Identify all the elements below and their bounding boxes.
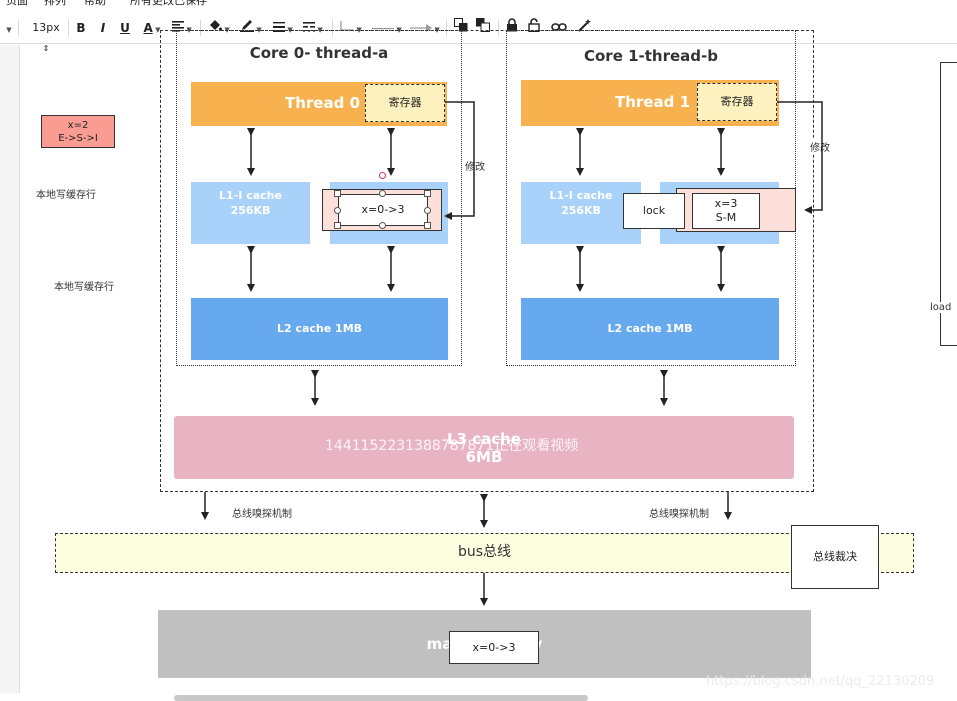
save-status: 所有更改已保存 bbox=[130, 0, 207, 7]
horizontal-scrollbar[interactable] bbox=[174, 695, 588, 701]
core0-cache-value[interactable]: x=0->3 bbox=[338, 194, 428, 226]
viewer-watermark: 1441152231388787871正在观看视频 bbox=[325, 438, 579, 454]
state-note-line2: E->S->I bbox=[58, 133, 98, 144]
snoop-label-left: 总线嗅探机制 bbox=[232, 509, 292, 520]
core0-modify-label: 修改 bbox=[465, 158, 485, 173]
underline-button[interactable]: U bbox=[120, 21, 130, 35]
core1-cache-value-line2: S-M bbox=[715, 211, 737, 224]
core1-l1i-name: L1-I cache bbox=[549, 189, 613, 202]
cpu-package-frame[interactable] bbox=[160, 30, 814, 492]
local-write-cache-label-1: 本地写缓存行 bbox=[36, 190, 96, 201]
italic-button[interactable]: I bbox=[100, 21, 106, 35]
core0-title: Core 0- thread-a bbox=[249, 44, 389, 62]
core1-cache-value-line1: x=3 bbox=[714, 197, 738, 210]
core0-l2-cache[interactable]: L2 cache 1MB bbox=[191, 298, 448, 360]
snoop-label-right: 总线嗅探机制 bbox=[649, 509, 709, 520]
selection-handle[interactable] bbox=[379, 190, 386, 197]
core0-register[interactable]: 寄存器 bbox=[365, 84, 445, 122]
bold-button[interactable]: B bbox=[76, 21, 86, 35]
core1-title-wrap: Core 1-thread-b bbox=[506, 47, 796, 65]
core1-cache-value[interactable]: x=3 S-M bbox=[692, 193, 760, 229]
line-pattern-icon bbox=[372, 28, 395, 30]
menu-page[interactable]: 页面 bbox=[6, 0, 28, 7]
font-size-value: 13px bbox=[32, 21, 60, 34]
lock-icon bbox=[507, 18, 517, 32]
font-size-stepper[interactable]: 13px ⇕ bbox=[32, 21, 60, 53]
send-back-icon bbox=[476, 18, 490, 32]
selection-handle[interactable] bbox=[334, 207, 341, 214]
core1-l1i-cache[interactable]: L1-I cache 256KB bbox=[521, 182, 641, 244]
paint-bucket-icon bbox=[210, 20, 223, 31]
line-width-icon bbox=[273, 22, 286, 33]
selection-handle[interactable] bbox=[379, 222, 386, 229]
core0-l1i-name: L1-I cache bbox=[219, 189, 282, 202]
core0-thread-label: Thread 0 bbox=[285, 94, 360, 112]
send-to-back-button[interactable] bbox=[474, 18, 492, 38]
menubar: 页面 排列 帮助 所有更改已保存 bbox=[0, 0, 957, 8]
l3-cache-name: L3 cache bbox=[447, 430, 521, 448]
core1-title: Core 1-thread-b bbox=[583, 47, 718, 65]
toolbar-dropdown-icon[interactable]: ▼ bbox=[6, 26, 12, 34]
bring-front-icon bbox=[454, 18, 468, 32]
state-note-line1: x=2 bbox=[67, 120, 89, 131]
blog-watermark: https://blog.csdn.net/qq_22130209 bbox=[706, 674, 935, 689]
l3-cache[interactable]: L3 cache 6MB bbox=[174, 416, 794, 479]
core1-l1i-size: 256KB bbox=[561, 204, 601, 217]
state-note[interactable]: x=2 E->S->I bbox=[41, 115, 115, 148]
menu-help[interactable]: 帮助 bbox=[84, 0, 106, 7]
left-ruler bbox=[0, 45, 20, 701]
bring-to-front-button[interactable] bbox=[452, 18, 470, 38]
rotate-handle[interactable] bbox=[379, 172, 386, 179]
font-color-button[interactable]: A ▼ bbox=[143, 21, 161, 35]
selection-handle[interactable] bbox=[424, 207, 431, 214]
core0-title-wrap: Core 0- thread-a bbox=[176, 44, 462, 62]
core1-modify-label: 修改 bbox=[810, 139, 830, 154]
l3-cache-size: 6MB bbox=[465, 448, 503, 466]
selection-handle[interactable] bbox=[424, 222, 431, 229]
core1-l2-cache[interactable]: L2 cache 1MB bbox=[521, 298, 779, 360]
memory-value[interactable]: x=0->3 bbox=[449, 631, 539, 664]
system-bus[interactable]: bus总线 bbox=[55, 533, 914, 573]
core0-l1i-cache[interactable]: L1-I cache 256KB bbox=[191, 182, 310, 244]
unlock-button[interactable] bbox=[526, 18, 542, 38]
selection-handle[interactable] bbox=[334, 190, 341, 197]
core1-register[interactable]: 寄存器 bbox=[697, 83, 777, 121]
load-frame[interactable] bbox=[940, 62, 957, 346]
pencil-icon bbox=[240, 20, 255, 32]
bus-arbitration[interactable]: 总线裁决 bbox=[791, 525, 879, 589]
core0-l1i-size: 256KB bbox=[230, 204, 271, 217]
core1-thread-label: Thread 1 bbox=[615, 93, 690, 111]
menu-arrange[interactable]: 排列 bbox=[44, 0, 66, 7]
font-color-label: A bbox=[143, 21, 153, 35]
selection-handle[interactable] bbox=[424, 190, 431, 197]
load-label: load bbox=[930, 302, 952, 313]
unlock-icon bbox=[528, 18, 540, 33]
selection-handle[interactable] bbox=[334, 222, 341, 229]
lock-button[interactable] bbox=[504, 18, 520, 38]
core1-lock-box[interactable]: lock bbox=[623, 193, 685, 229]
local-write-cache-label-2: 本地写缓存行 bbox=[54, 282, 114, 293]
